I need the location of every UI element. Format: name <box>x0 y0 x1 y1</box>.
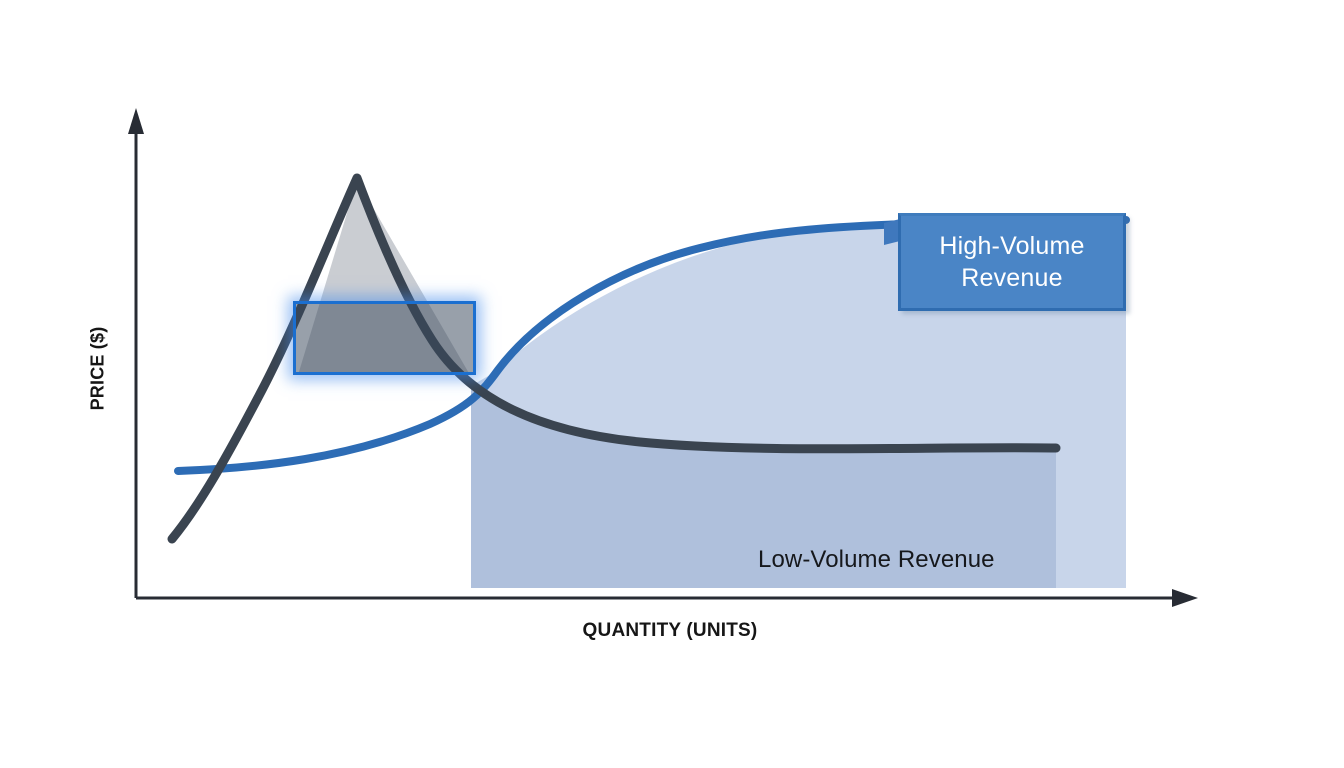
callout-box[interactable]: High-Volume Revenue <box>898 213 1126 311</box>
y-axis-arrowhead <box>128 108 144 134</box>
high-volume-revenue-label: High-Volume Revenue <box>939 230 1084 294</box>
price-band-highlight-rect[interactable] <box>293 301 476 375</box>
supply-curve <box>174 216 1130 475</box>
high-volume-label-line1: High-Volume <box>939 232 1085 260</box>
high-volume-label-line2: Revenue <box>961 264 1063 292</box>
high-volume-revenue-callout[interactable]: High-Volume Revenue <box>884 213 1130 314</box>
low-volume-revenue-label: Low-Volume Revenue <box>758 546 995 573</box>
x-axis-label: QUANTITY (UNITS) <box>582 620 758 641</box>
low-volume-region <box>471 381 1056 588</box>
x-axis-arrowhead <box>1172 589 1198 607</box>
y-axis-label: PRICE ($) <box>87 326 108 411</box>
demand-curve <box>167 173 1061 544</box>
